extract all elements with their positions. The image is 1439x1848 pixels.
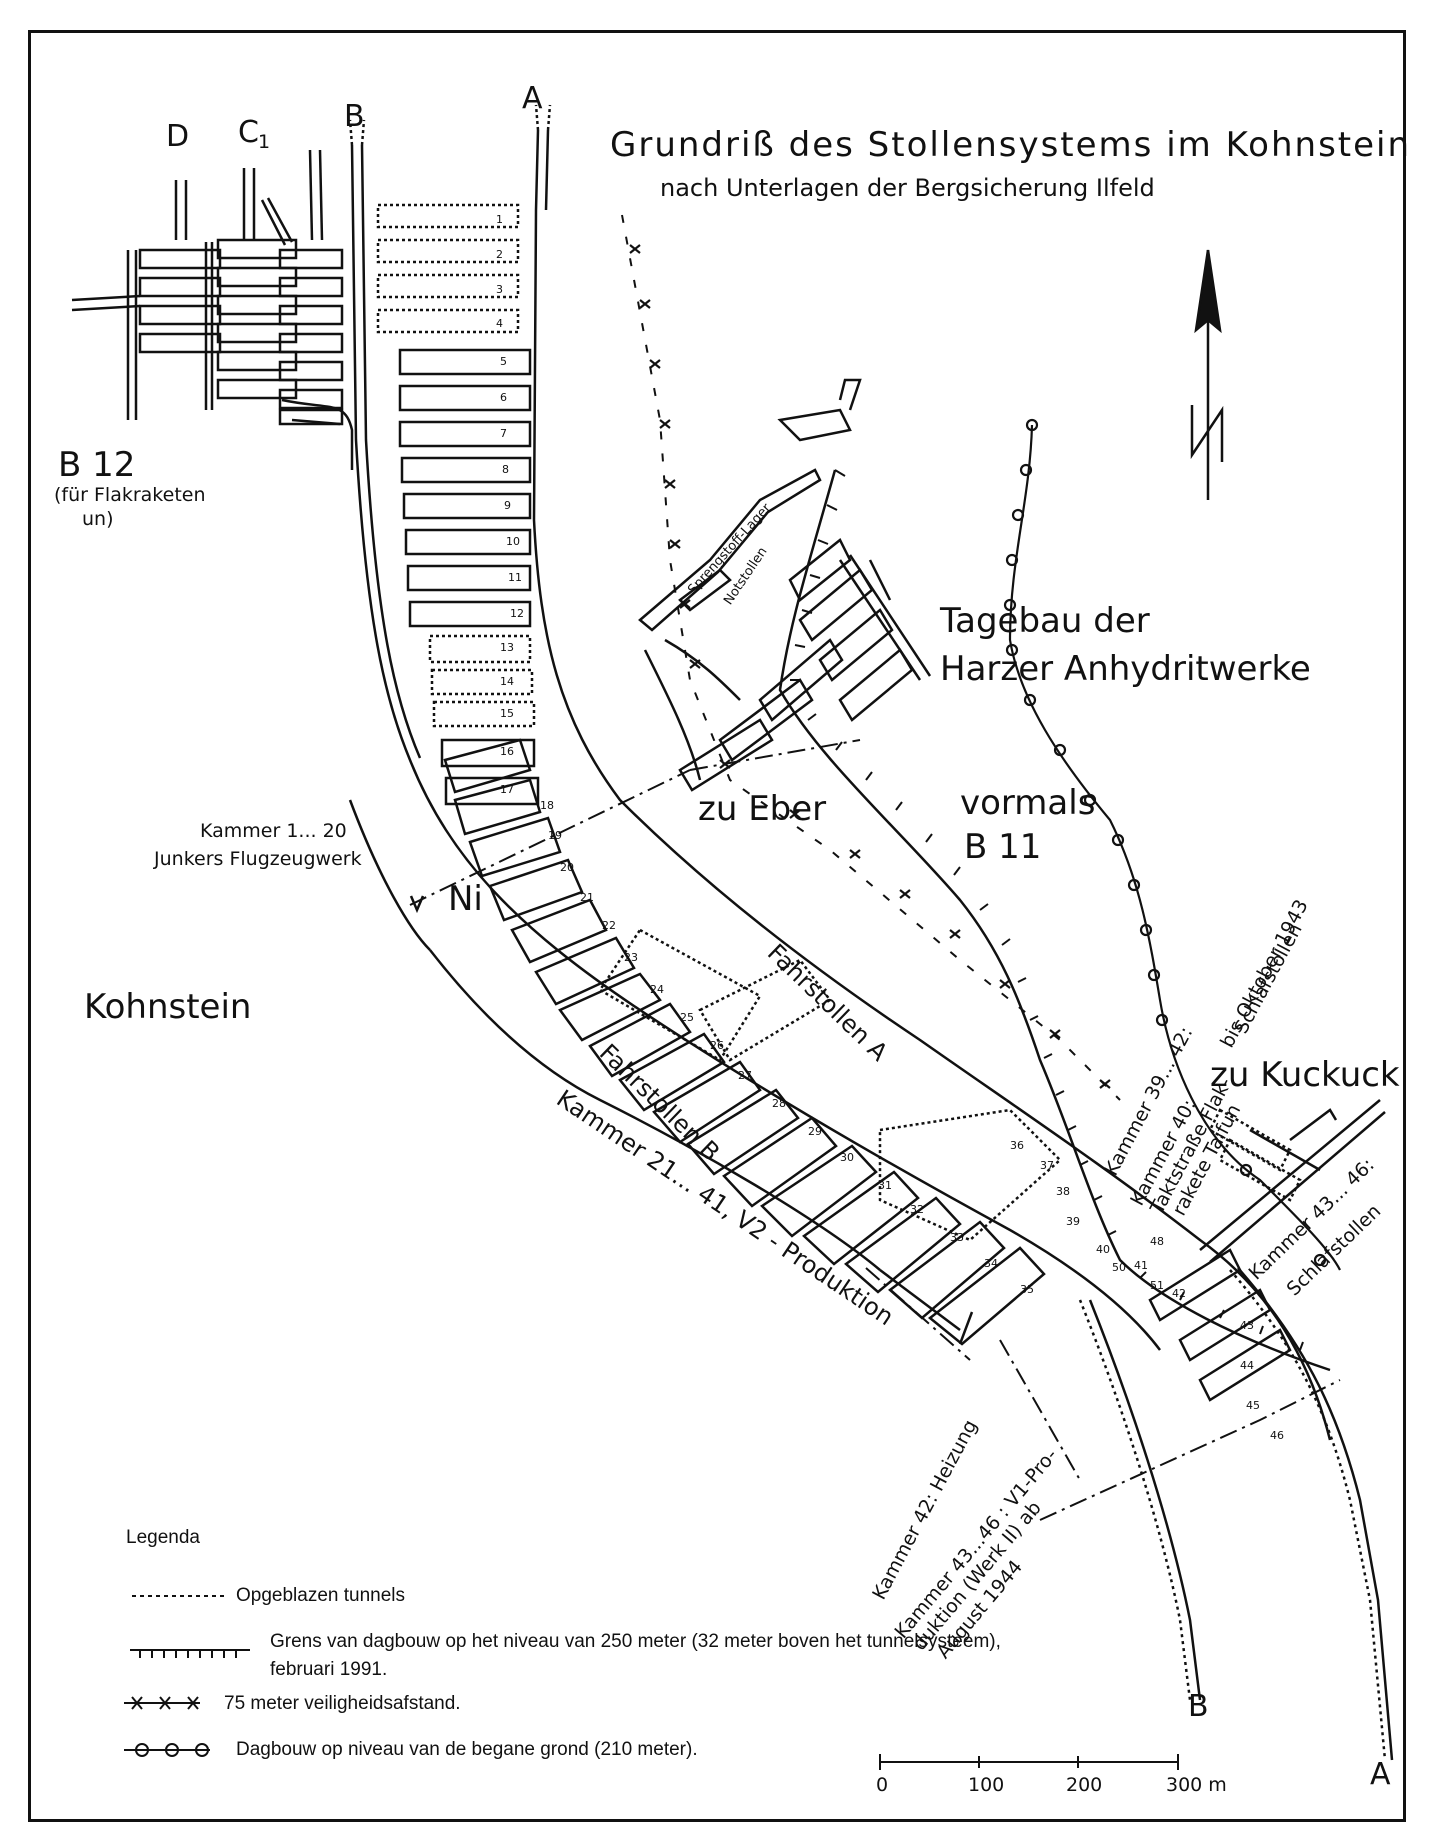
chamber-number: 12 — [510, 607, 524, 620]
chamber-number: 37 — [1040, 1159, 1054, 1172]
scale-tick-300m: 300 m — [1166, 1774, 1227, 1796]
chamber-number: 42 — [1172, 1287, 1186, 1300]
scale-bar — [879, 1754, 1179, 1770]
chamber-number: 1 — [496, 213, 503, 226]
map-title: Grundriß des Stollensystems im Kohnstein — [610, 125, 1412, 165]
chamber-number: 7 — [500, 427, 507, 440]
zu-kuckuck-label: zu Kuckuck — [1210, 1055, 1400, 1095]
tagebau-label-1: Tagebau der — [940, 601, 1150, 641]
legend-item-ground-pit: Dagbouw op niveau van de begane grond (2… — [236, 1739, 698, 1760]
chamber-number: 32 — [910, 1203, 924, 1216]
chamber-number: 48 — [1150, 1235, 1164, 1248]
legend-item-tunnels: Opgeblazen tunnels — [236, 1585, 406, 1606]
chamber-number: 14 — [500, 675, 514, 688]
safety-distance-line — [621, 214, 1121, 1101]
chamber-number: 15 — [500, 707, 514, 720]
kohnstein-label: Kohnstein — [84, 987, 252, 1027]
scale-tick-0: 0 — [876, 1774, 889, 1796]
northwest-tunnel-grid — [71, 149, 354, 470]
chamber-number: 27 — [738, 1069, 752, 1082]
tunnel-label-c-subscript: 1 — [258, 131, 271, 153]
chamber-number: 13 — [500, 641, 514, 654]
scale-tick-200: 200 — [1066, 1774, 1103, 1796]
b11-complex — [638, 378, 932, 792]
chamber-number: 25 — [680, 1011, 694, 1024]
northern-chambers — [376, 203, 540, 806]
legend-item-boundary: Grens van dagbouw op het niveau van 250 … — [270, 1631, 1001, 1652]
chamber-number: 19 — [548, 829, 562, 842]
b12-note-1: (für Flakraketen — [54, 484, 206, 506]
legend-title: Legenda — [126, 1527, 200, 1548]
north-label: N — [1184, 392, 1185, 393]
chamber-number: 36 — [1010, 1139, 1024, 1152]
chamber-number: 11 — [508, 571, 522, 584]
chamber-number: 18 — [540, 799, 554, 812]
chamber-number: 10 — [506, 535, 520, 548]
chamber-number: 8 — [502, 463, 509, 476]
chamber-number: 17 — [500, 783, 514, 796]
tunnel-label-a-top: A — [522, 81, 543, 116]
chamber-number: 29 — [808, 1125, 822, 1138]
tunnel-label-b-top: B — [344, 99, 365, 134]
middle-chambers — [443, 738, 1062, 1346]
chamber-number: 4 — [496, 317, 503, 330]
b12-note-2: un) — [82, 508, 114, 530]
chamber-number: 6 — [500, 391, 507, 404]
chamber-number: 9 — [504, 499, 511, 512]
legend-item-safety: 75 meter veiligheidsafstand. — [224, 1693, 461, 1714]
scale-tick-100: 100 — [968, 1774, 1005, 1796]
b11-label: B 11 — [964, 827, 1042, 867]
chamber-number: 41 — [1134, 1259, 1148, 1272]
section-lines — [409, 739, 1341, 1521]
chamber-number: 26 — [710, 1039, 724, 1052]
chamber-number: 40 — [1096, 1243, 1110, 1256]
chamber-number: 50 — [1112, 1261, 1126, 1274]
chamber-number: 43 — [1240, 1319, 1254, 1332]
chamber-number: 31 — [878, 1179, 892, 1192]
chamber-number: 38 — [1056, 1185, 1070, 1198]
legend-item-boundary-line2: februari 1991. — [270, 1659, 388, 1680]
chamber-number: 2 — [496, 248, 503, 261]
tagebau-label-2: Harzer Anhydritwerke — [940, 649, 1311, 689]
chamber-number: 3 — [496, 283, 503, 296]
map-frame — [28, 30, 1406, 1822]
vormals-label: vormals — [960, 783, 1096, 823]
chamber-number: 46 — [1270, 1429, 1284, 1442]
zu-eber-label: zu Eber — [698, 789, 827, 829]
ground-level-pit-line — [1003, 418, 1341, 1271]
chamber-number: 28 — [772, 1097, 786, 1110]
tunnel-label-c: C — [238, 115, 259, 150]
chamber-number: 51 — [1150, 1279, 1164, 1292]
tunnel-label-a-bottom: A — [1370, 1757, 1391, 1792]
chamber-number: 45 — [1246, 1399, 1260, 1412]
kammer-arcs — [348, 799, 974, 1345]
chamber-number: 30 — [840, 1151, 854, 1164]
tunnel-label-d: D — [166, 119, 190, 154]
north-arrow — [1190, 249, 1224, 500]
chamber-number: 44 — [1240, 1359, 1254, 1372]
chamber-number: 16 — [500, 745, 514, 758]
east-chambers — [1148, 1099, 1386, 1402]
chamber-number: 39 — [1066, 1215, 1080, 1228]
chamber-number: 35 — [1020, 1283, 1034, 1296]
open-pit-boundary — [778, 469, 1331, 1372]
legend-symbols — [124, 1595, 250, 1757]
map-subtitle: nach Unterlagen der Bergsicherung Ilfeld — [660, 174, 1155, 202]
chamber-number: 34 — [984, 1257, 998, 1270]
chamber-number: 33 — [950, 1231, 964, 1244]
chamber-number: 21 — [580, 891, 594, 904]
chamber-number: 23 — [624, 951, 638, 964]
chamber-number: 20 — [560, 861, 574, 874]
kammer-1-20-label: Kammer 1... 20 — [200, 820, 347, 842]
tunnel-label-b-bottom: B — [1188, 1689, 1209, 1724]
chamber-number: 24 — [650, 983, 664, 996]
junkers-label: Junkers Flugzeugwerk — [154, 848, 362, 870]
chamber-number: 5 — [500, 355, 507, 368]
main-tunnels — [348, 104, 1394, 1761]
ni-label: Ni — [448, 879, 483, 919]
chamber-number: 22 — [602, 919, 616, 932]
b12-label: B 12 — [58, 445, 136, 485]
